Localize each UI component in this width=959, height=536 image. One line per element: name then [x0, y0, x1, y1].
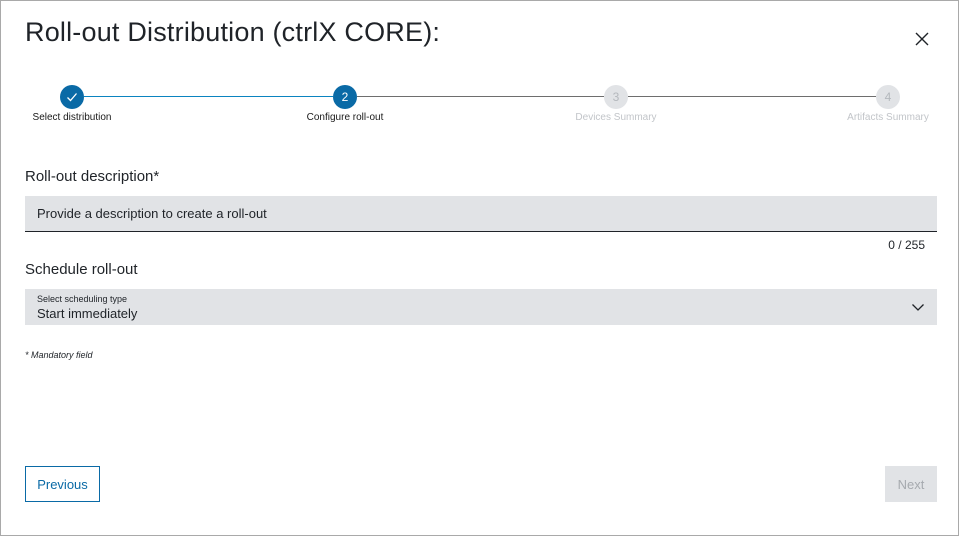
step-1-label: Select distribution	[32, 112, 112, 123]
stepper-line-1	[84, 96, 333, 97]
close-icon	[915, 32, 929, 46]
progress-stepper: Select distribution 2 Configure roll-out…	[1, 1, 959, 131]
stepper-line-2	[357, 96, 604, 97]
step-4-label: Artifacts Summary	[847, 112, 929, 123]
select-value: Start immediately	[37, 306, 138, 321]
step-2-label: Configure roll-out	[306, 112, 384, 123]
dialog-title: Roll-out Distribution (ctrlX CORE):	[25, 17, 441, 47]
character-counter: 0 / 255	[888, 238, 925, 252]
previous-button[interactable]: Previous	[25, 466, 100, 502]
step-3-circle: 3	[604, 85, 628, 109]
schedule-label: Schedule roll-out	[25, 261, 138, 278]
mandatory-note: * Mandatory field	[25, 350, 93, 360]
description-label: Roll-out description*	[25, 168, 160, 185]
description-input[interactable]	[25, 196, 937, 232]
chevron-down-icon	[912, 304, 924, 311]
step-1-circle[interactable]	[60, 85, 84, 109]
close-button[interactable]	[910, 27, 934, 51]
scheduling-type-select[interactable]: Select scheduling type Start immediately	[25, 289, 937, 325]
step-4-circle: 4	[876, 85, 900, 109]
step-2-circle[interactable]: 2	[333, 85, 357, 109]
next-button[interactable]: Next	[885, 466, 937, 502]
step-3-label: Devices Summary	[575, 112, 657, 123]
stepper-line-3	[628, 96, 876, 97]
select-caption: Select scheduling type	[37, 294, 128, 304]
checkmark-icon	[67, 93, 77, 102]
